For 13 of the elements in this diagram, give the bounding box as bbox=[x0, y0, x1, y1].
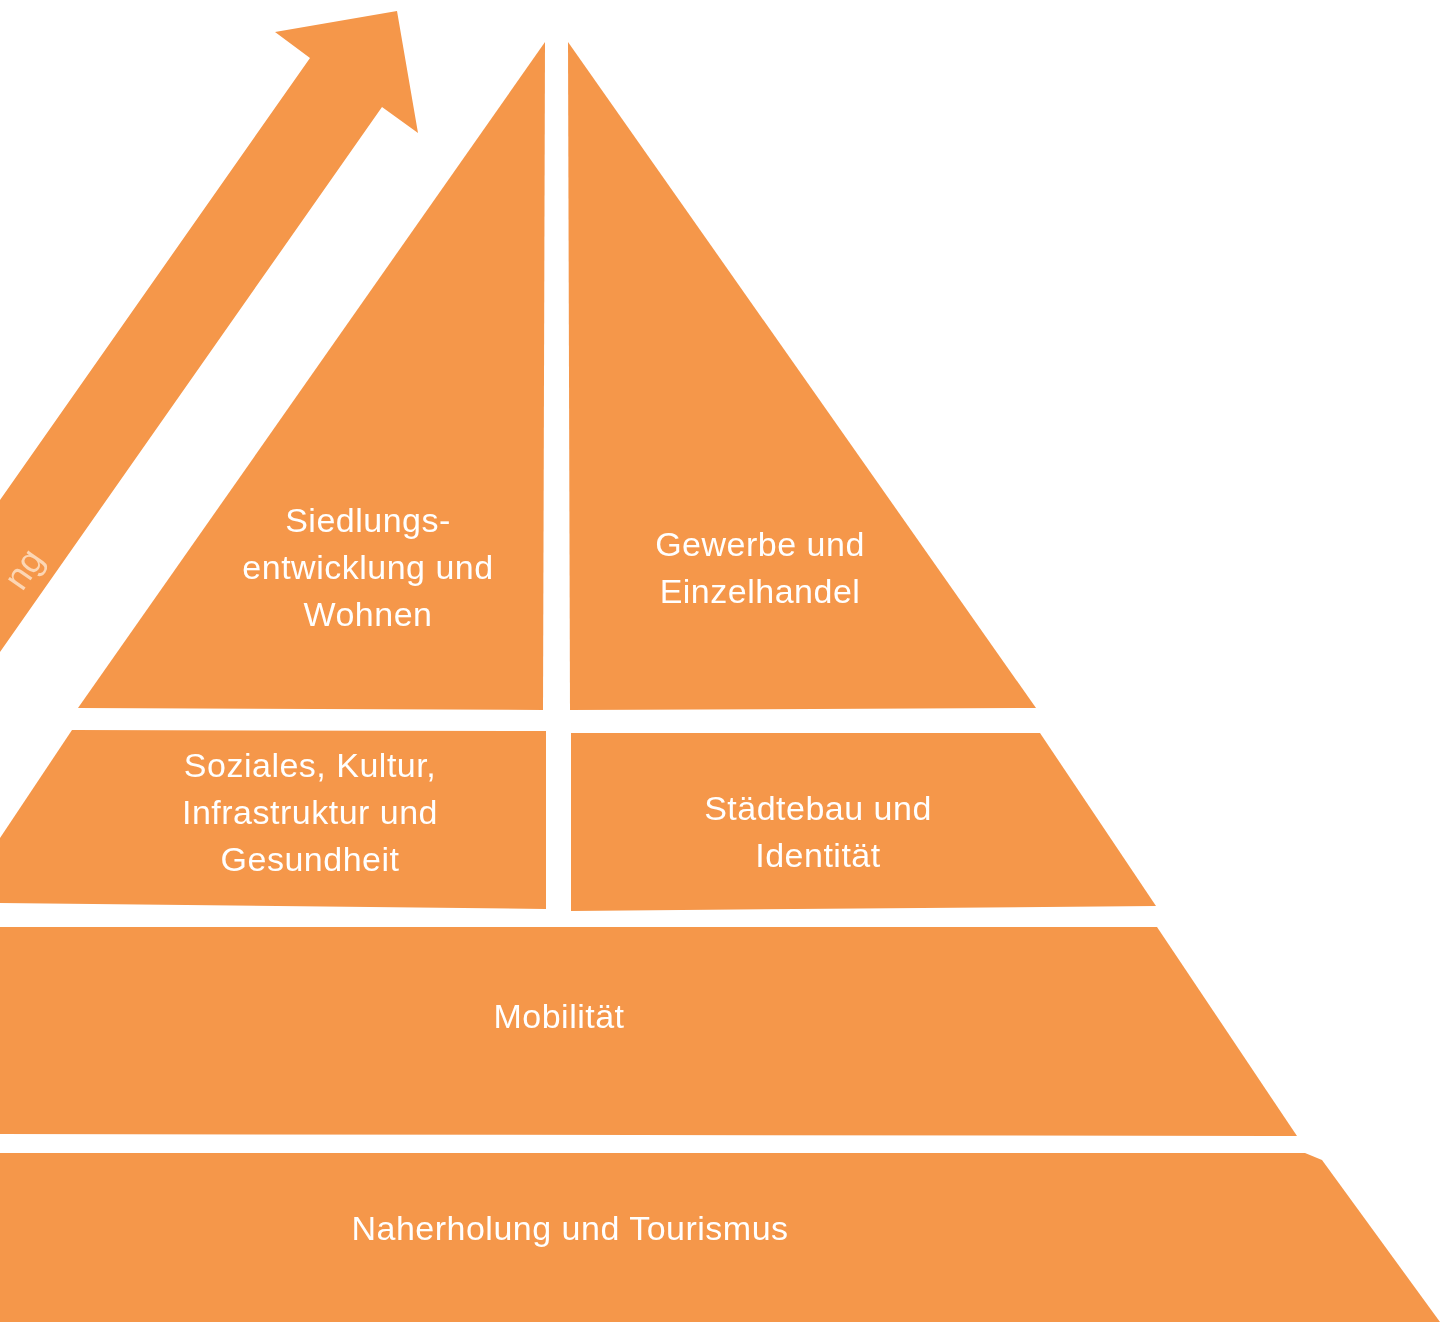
segment-label: Soziales, Kultur, Infrastruktur und Gesundheit bbox=[180, 744, 440, 880]
segment-label: Naherholung und Tourismus bbox=[350, 1207, 790, 1249]
pyramid-segment bbox=[0, 1153, 1440, 1322]
pyramid-segment bbox=[0, 730, 546, 909]
arrow-caption: ng bbox=[0, 540, 53, 598]
segment-label: Gewerbe und Einzelhandel bbox=[654, 524, 866, 612]
pyramid-segment bbox=[0, 927, 1297, 1136]
segment-label: Städtebau und Identität bbox=[703, 788, 933, 876]
pyramid-segment bbox=[78, 42, 545, 710]
pyramid-segment bbox=[571, 733, 1156, 911]
segment-label: Siedlungs- entwicklung und Wohnen bbox=[241, 499, 495, 635]
segment-label: Mobilität bbox=[492, 995, 626, 1037]
pyramid-segment bbox=[568, 42, 1036, 710]
